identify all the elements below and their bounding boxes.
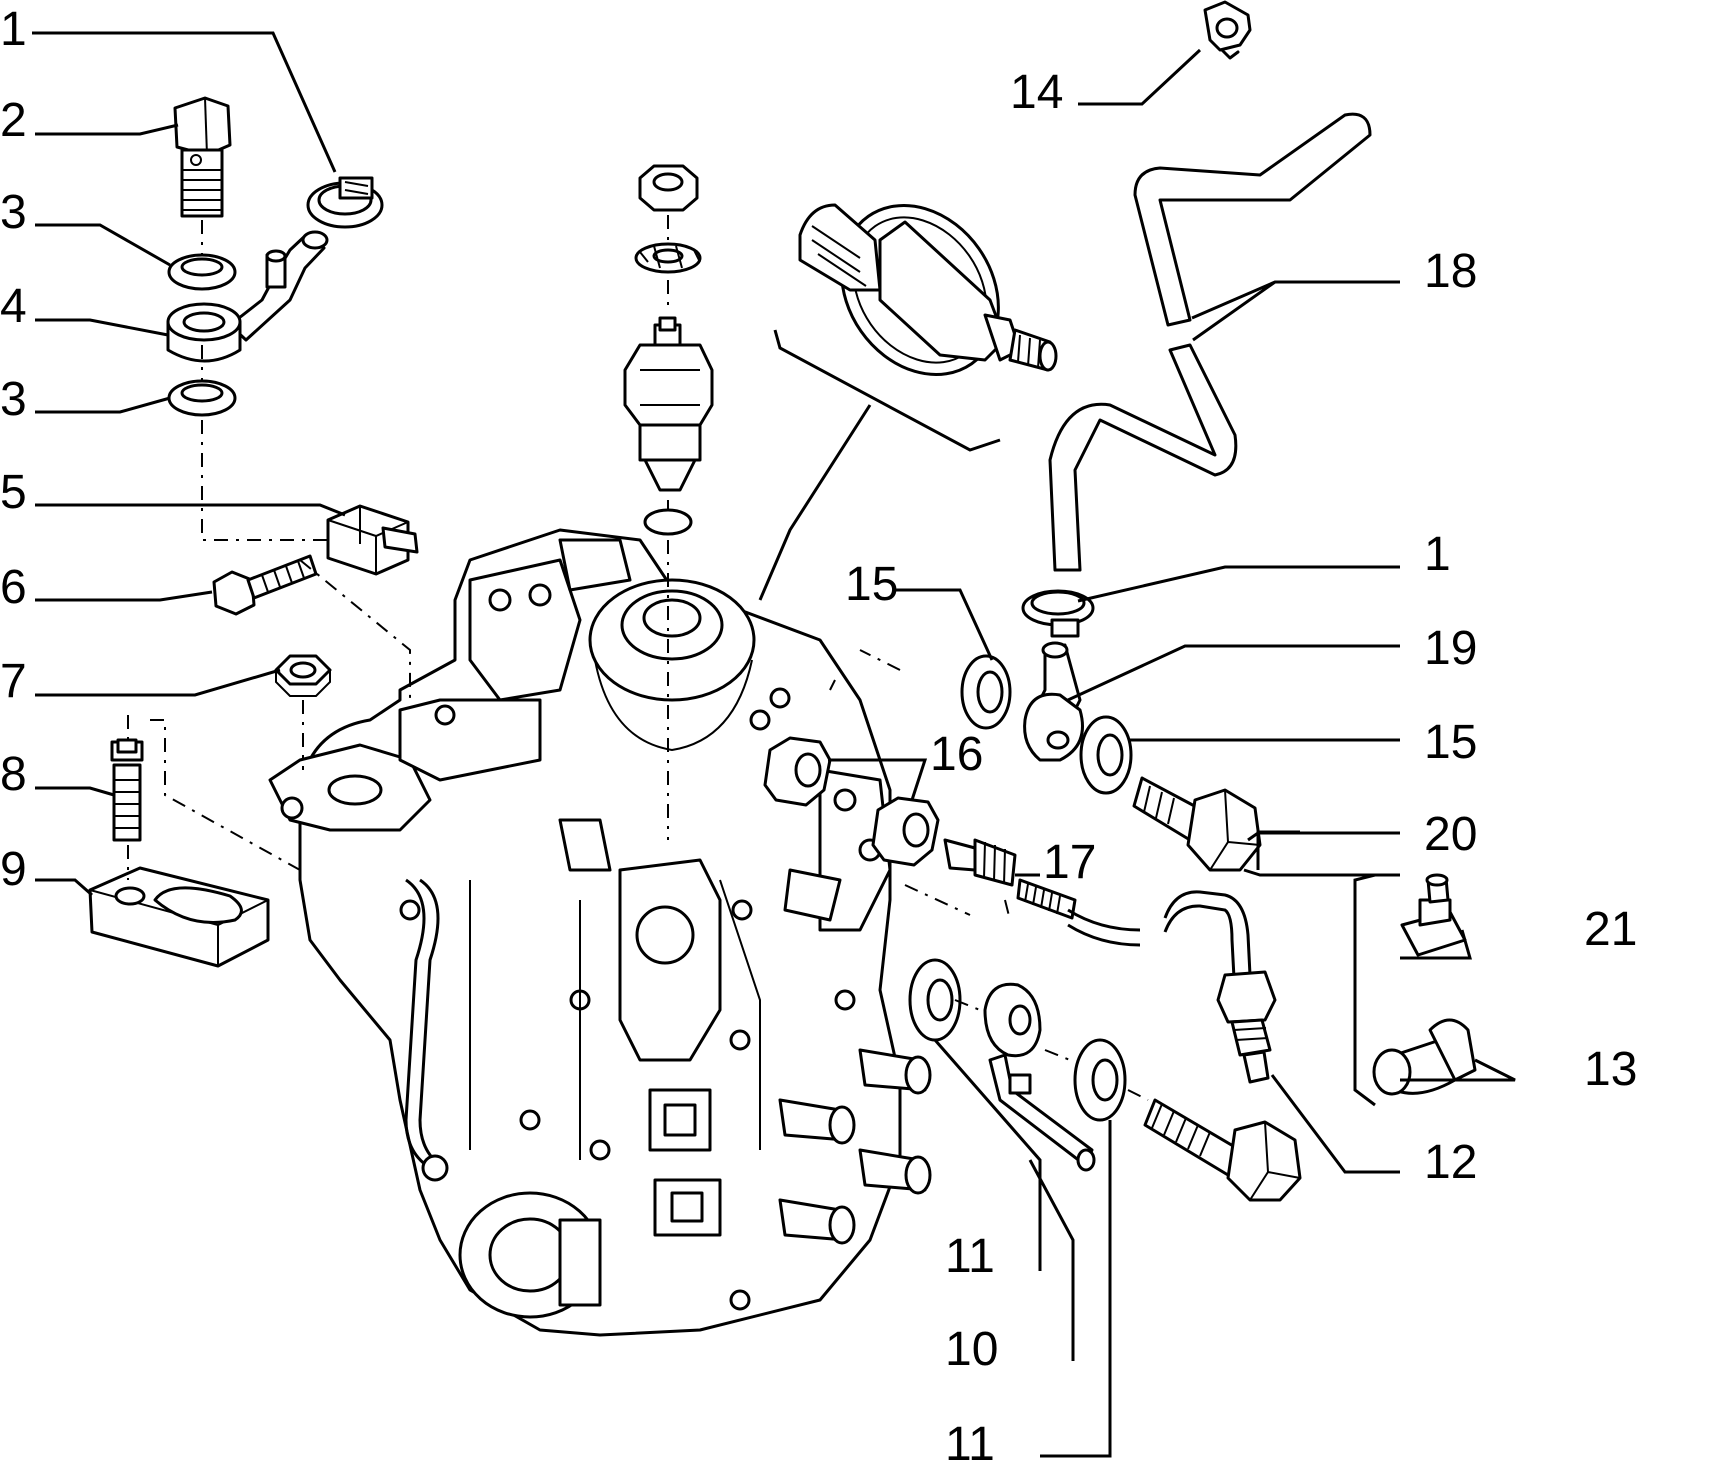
fitting-group-right — [960, 589, 1262, 872]
callout-3-lower: 3 — [0, 373, 27, 426]
diaphragm-assembly — [798, 203, 1058, 377]
callout-21: 21 — [1584, 903, 1637, 956]
banjo-bolt-lower — [1143, 1098, 1302, 1202]
clip-part-13 — [1372, 1018, 1477, 1096]
callout-17: 17 — [1043, 836, 1096, 889]
diaphragm-bracket-lines — [758, 329, 1001, 601]
washer-part-11-left — [908, 958, 962, 1042]
callout-11-upper: 11 — [945, 1230, 995, 1283]
washer-part-15-right — [1079, 715, 1133, 795]
callout-9: 9 — [0, 843, 27, 896]
banjo-fitting-part-10 — [983, 982, 1096, 1172]
stud-part-8 — [110, 738, 144, 842]
leader-lines — [32, 31, 1516, 1458]
callout-19: 19 — [1424, 622, 1477, 675]
solenoid-valve — [623, 316, 714, 492]
banjo-fitting-part-4 — [166, 230, 329, 363]
callout-12: 12 — [1424, 1136, 1477, 1189]
clip-part-21 — [1400, 873, 1467, 957]
washer-part-15-left — [960, 654, 1012, 730]
callout-16: 16 — [930, 728, 983, 781]
bracket-block-part-5 — [326, 504, 419, 576]
callout-5: 5 — [0, 466, 27, 519]
banjo-elbow-part-19 — [1023, 641, 1084, 762]
callout-labels: 1 2 3 4 3 5 6 7 8 9 14 18 1 15 19 15 16 … — [0, 3, 1637, 1463]
nut-part-7 — [274, 654, 332, 697]
injection-pump-body — [268, 528, 932, 1337]
washer-part-11-right — [1073, 1038, 1127, 1122]
hose-clamp-part-1-upper — [306, 176, 384, 229]
callout-10: 10 — [945, 1323, 998, 1376]
callout-15-left: 15 — [845, 558, 898, 611]
callout-11-lower: 11 — [945, 1418, 995, 1463]
mounting-plate-part-9 — [88, 866, 270, 968]
callout-6: 6 — [0, 561, 27, 614]
bolt-part-6 — [212, 554, 318, 616]
callout-7: 7 — [0, 655, 27, 708]
callout-1-top-left: 1 — [0, 3, 27, 56]
sensor-wire-and-temp-sensor-part-12 — [1016, 878, 1277, 1084]
callout-4: 4 — [0, 280, 27, 333]
callout-3-upper: 3 — [0, 186, 27, 239]
hose-clamp-part-1-lower — [1021, 589, 1095, 638]
callout-14: 14 — [1010, 66, 1063, 119]
callout-8: 8 — [0, 748, 27, 801]
o-ring-seal — [643, 508, 693, 536]
left-parts-stack — [88, 96, 419, 968]
callout-20: 20 — [1424, 808, 1477, 861]
callout-1-right: 1 — [1424, 528, 1451, 581]
stop-solenoid-parts — [623, 164, 714, 840]
callout-18: 18 — [1424, 245, 1477, 298]
nuts-part-16 — [763, 736, 940, 867]
banjo-bolt-part-20 — [1132, 776, 1262, 872]
banjo-bolt-part-2 — [173, 96, 232, 157]
fitting-part-17 — [943, 838, 1017, 887]
callout-15-right: 15 — [1424, 716, 1477, 769]
callout-2: 2 — [0, 94, 27, 147]
return-hose-part-18 — [1048, 112, 1372, 572]
callout-13: 13 — [1584, 1043, 1637, 1096]
clip-part-14 — [1203, 0, 1252, 60]
